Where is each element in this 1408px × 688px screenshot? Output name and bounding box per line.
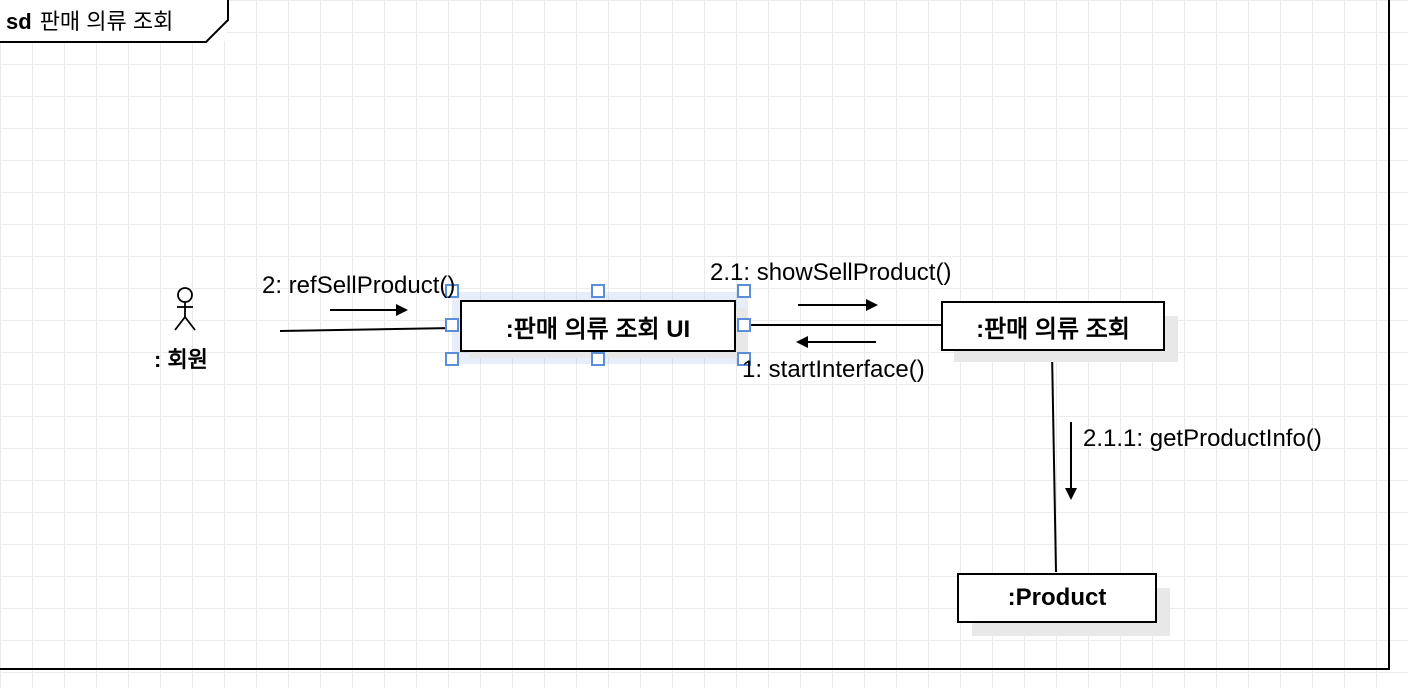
frame-name: 판매 의류 조회 xyxy=(39,9,174,34)
message-refsellproduct[interactable]: 2: refSellProduct() xyxy=(262,272,456,299)
ui-object[interactable]: :판매 의류 조회 UI xyxy=(460,300,736,352)
actor-figure-icon[interactable] xyxy=(174,287,196,331)
controller-object[interactable]: :판매 의류 조회 xyxy=(941,301,1165,351)
diagram-frame xyxy=(0,0,1390,670)
message-getproductinfo[interactable]: 2.1.1: getProductInfo() xyxy=(1083,425,1322,452)
resize-handle-top-right[interactable] xyxy=(737,284,751,298)
frame-title: sd 판매 의류 조회 xyxy=(6,4,173,36)
resize-handle-top-left[interactable] xyxy=(445,284,459,298)
resize-handle-bottom-right[interactable] xyxy=(737,352,751,366)
resize-handle-right[interactable] xyxy=(737,318,751,332)
actor-label: : 회원 xyxy=(154,347,208,372)
link-actor-ui[interactable] xyxy=(279,327,455,332)
resize-handle-bottom[interactable] xyxy=(591,352,605,366)
frame-keyword: sd xyxy=(6,9,32,34)
resize-handle-top[interactable] xyxy=(591,284,605,298)
product-object[interactable]: :Product xyxy=(957,573,1157,623)
resize-handle-bottom-left[interactable] xyxy=(445,352,459,366)
message-startinterface[interactable]: 1: startInterface() xyxy=(742,356,925,383)
resize-handle-left[interactable] xyxy=(445,318,459,332)
link-controller-product[interactable] xyxy=(1051,351,1057,573)
frame-tab xyxy=(0,0,229,43)
message-showsellproduct[interactable]: 2.1: showSellProduct() xyxy=(710,259,952,286)
